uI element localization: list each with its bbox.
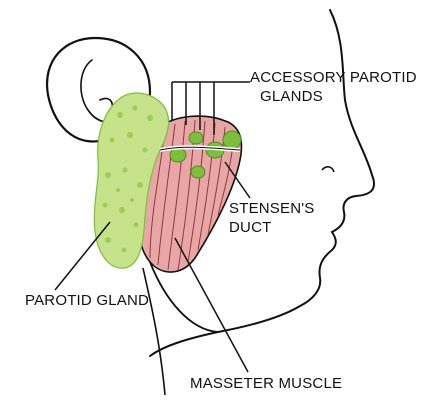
stensens-duct-label-line2: DUCT <box>229 218 315 237</box>
masseter-muscle-label: MASSETER MUSCLE <box>190 374 342 393</box>
stensens-duct-label-line1: STENSEN'S <box>229 199 315 218</box>
eye-line <box>322 167 334 172</box>
parotid-leader-line <box>55 222 110 290</box>
masseter-leader-line <box>175 238 248 372</box>
accessory-parotid-label-line1: ACCESSORY PAROTID <box>250 68 417 87</box>
accessory-parotid-label-line2: GLANDS <box>250 87 417 106</box>
parotid-gland-label: PAROTID GLAND <box>25 291 149 310</box>
accessory-parotid-label: ACCESSORY PAROTID GLANDS <box>250 68 417 106</box>
stensens-duct-label: STENSEN'S DUCT <box>229 199 315 237</box>
